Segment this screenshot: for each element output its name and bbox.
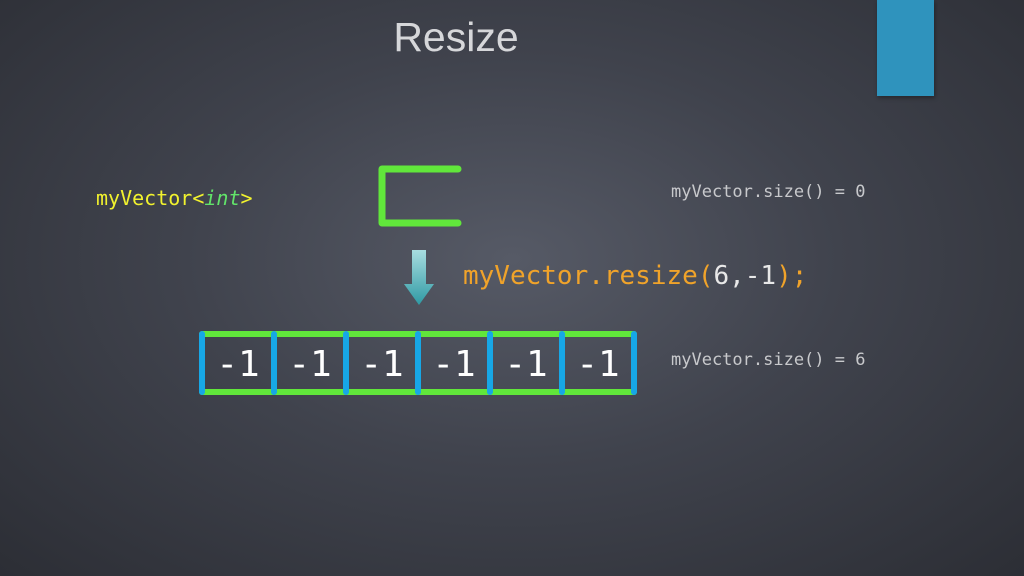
vector-cell-value: -1	[432, 344, 475, 385]
label-type: int	[204, 186, 241, 210]
vector-cell-value: -1	[576, 344, 619, 385]
call-args: 6,-1	[713, 261, 777, 291]
call-close-paren: )	[776, 261, 792, 291]
down-arrow-icon	[404, 250, 434, 305]
call-method: myVector.resize	[463, 261, 698, 291]
slide-title: Resize	[393, 14, 519, 60]
call-semicolon: ;	[791, 261, 808, 291]
empty-vector-bracket	[378, 165, 462, 227]
accent-bar	[877, 0, 934, 96]
resized-vector: -1 -1 -1 -1 -1 -1	[199, 331, 637, 395]
vector-cell-value: -1	[504, 344, 547, 385]
size-readout-after: myVector.size() = 6	[671, 350, 866, 370]
vector-cell-value: -1	[360, 344, 403, 385]
vector-cell-value: -1	[288, 344, 331, 385]
vector-type-label: myVector<int>	[96, 186, 253, 210]
vector-cell-value: -1	[216, 344, 259, 385]
label-prefix: myVector<	[96, 186, 205, 210]
size-readout-before: myVector.size() = 0	[671, 182, 866, 202]
call-open-paren: (	[697, 261, 714, 291]
bracket-shape	[378, 165, 462, 227]
resize-call-code: myVector.resize(6,-1);	[463, 261, 807, 291]
label-suffix: >	[240, 186, 253, 210]
